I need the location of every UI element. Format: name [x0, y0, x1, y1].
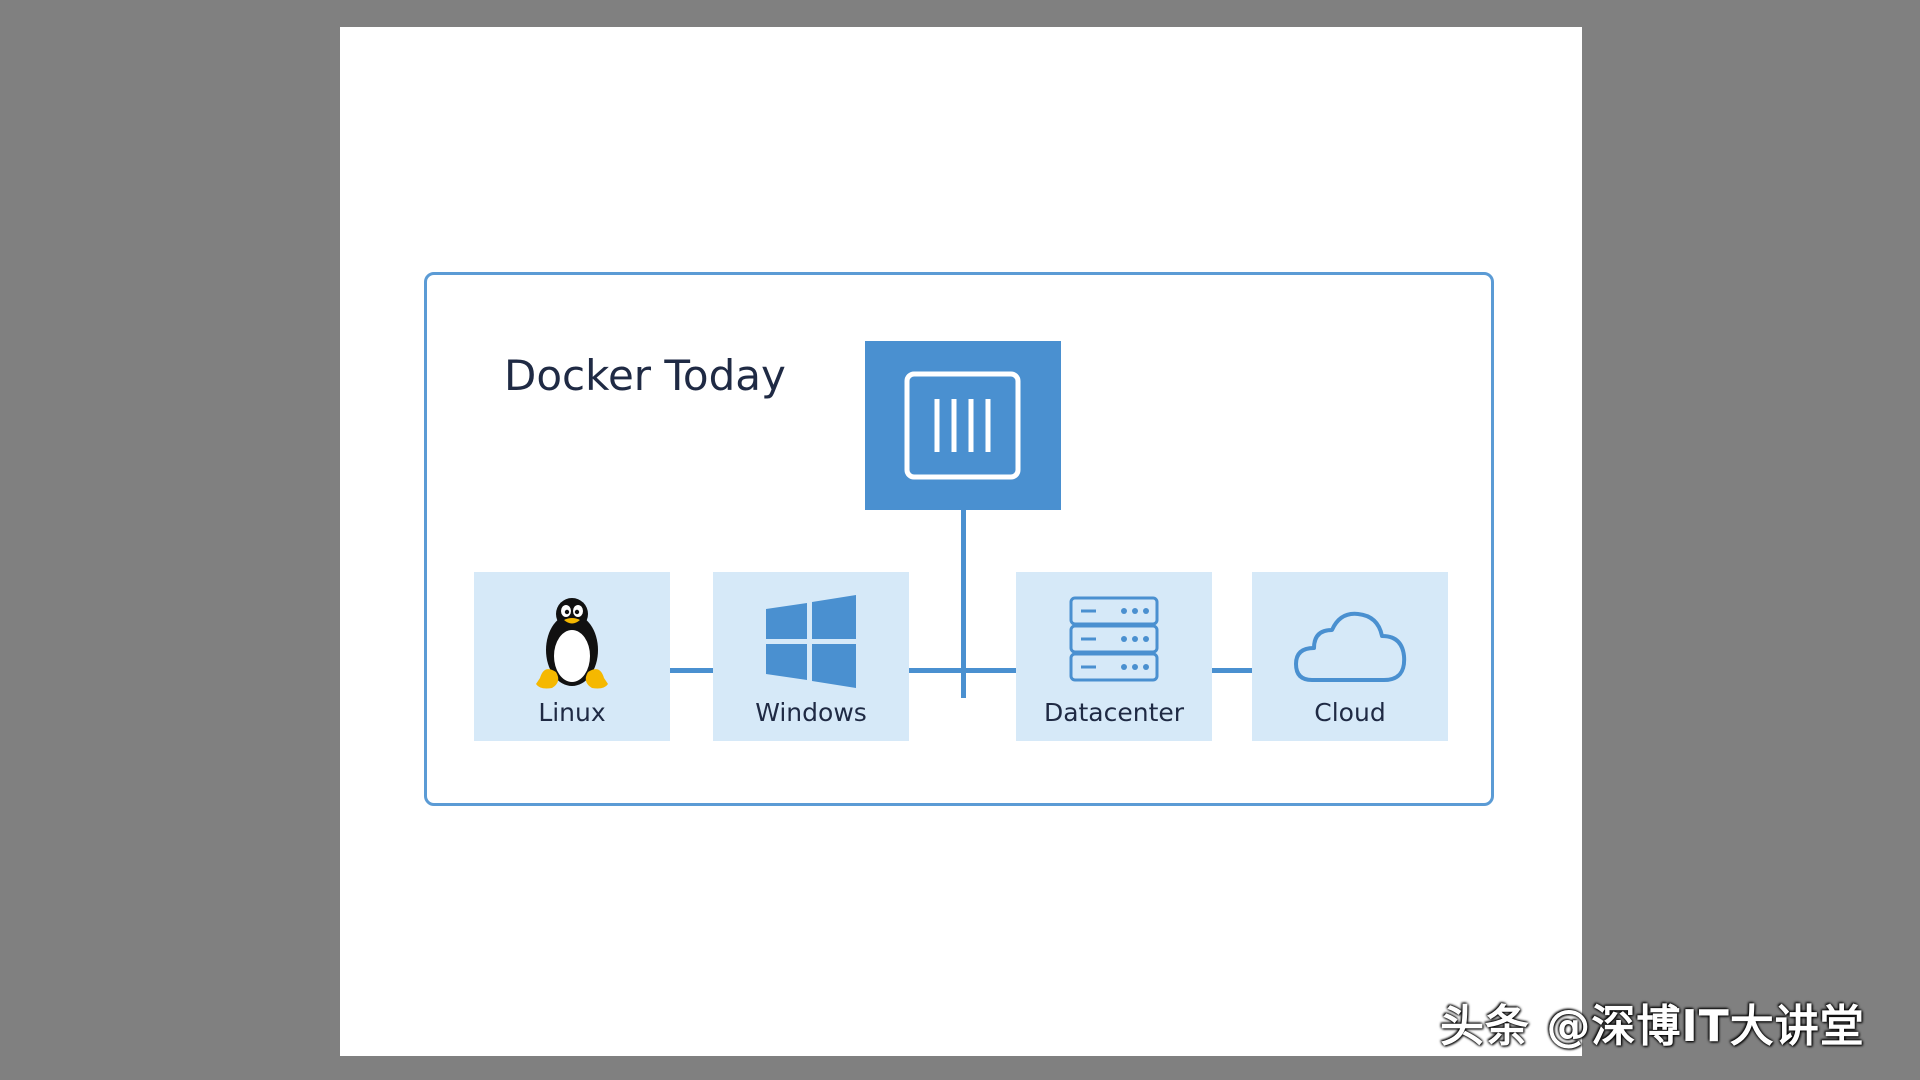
platform-label: Datacenter [1043, 698, 1185, 727]
diagram-frame [424, 272, 1494, 806]
connector-linux-windows [669, 668, 713, 673]
docker-container-box [865, 341, 1061, 510]
linux-penguin-icon [536, 598, 608, 689]
platform-label: Windows [755, 698, 867, 727]
connector-windows-datacenter [909, 668, 1016, 673]
watermark-text: 头条 @深博IT大讲堂 [1440, 1001, 1865, 1052]
server-rack-icon [1069, 596, 1159, 682]
platform-tile-linux: Linux [474, 572, 670, 741]
platform-label: Linux [538, 698, 606, 727]
platform-tile-windows: Windows [713, 572, 909, 741]
docker-container-icon [904, 371, 1021, 480]
connector-datacenter-cloud [1212, 668, 1252, 673]
platform-tile-datacenter: Datacenter [1016, 572, 1212, 741]
slide-page: Docker Today [340, 27, 1582, 1056]
platform-tile-cloud: Cloud [1252, 572, 1448, 741]
cloud-icon [1294, 611, 1407, 682]
connector-vertical [961, 510, 966, 698]
platform-label: Cloud [1314, 698, 1386, 727]
diagram-title: Docker Today [504, 351, 786, 400]
windows-logo-icon [766, 595, 856, 688]
